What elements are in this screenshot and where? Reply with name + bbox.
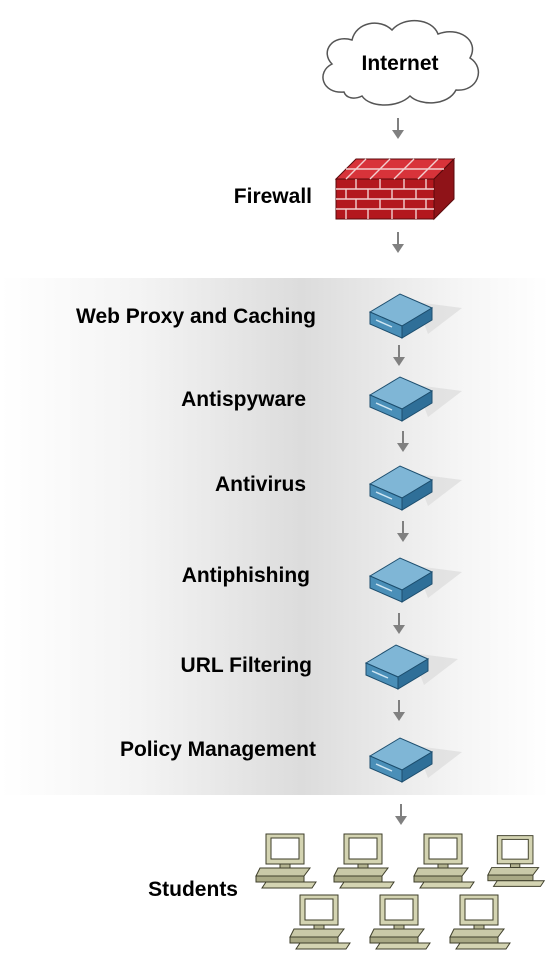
arrow-down-icon <box>393 700 405 721</box>
firewall-label: Firewall <box>233 185 312 208</box>
workstation-icon <box>487 835 546 887</box>
stack-label-antiphishing: Antiphishing <box>181 564 310 587</box>
internet-label: Internet <box>361 52 439 75</box>
appliance-icon <box>368 376 462 422</box>
internet-cloud: Internet <box>314 14 486 108</box>
stack-label-antispyware: Antispyware <box>181 388 306 411</box>
appliance-icon <box>364 644 458 690</box>
students-label: Students <box>148 878 238 901</box>
workstation-icon <box>255 833 317 889</box>
security-stack-background <box>0 278 549 795</box>
stack-label-web-proxy: Web Proxy and Caching <box>76 305 316 328</box>
arrow-down-icon <box>392 232 404 253</box>
workstation-icon <box>333 833 395 889</box>
stack-label-policy-management: Policy Management <box>119 738 316 761</box>
arrow-down-icon <box>392 118 404 139</box>
workstation-icon <box>369 894 431 950</box>
arrow-down-icon <box>397 521 409 542</box>
arrow-down-icon <box>395 804 407 825</box>
workstation-icon <box>449 894 511 950</box>
stack-label-url-filtering: URL Filtering <box>180 654 312 677</box>
firewall <box>330 155 456 221</box>
workstation-icon <box>289 894 351 950</box>
appliance-icon <box>368 737 462 783</box>
arrow-down-icon <box>397 431 409 452</box>
appliance-icon <box>368 557 462 603</box>
arrow-down-icon <box>393 345 405 366</box>
workstation-icon <box>413 833 475 889</box>
arrow-down-icon <box>393 613 405 634</box>
firewall-icon <box>334 157 456 221</box>
appliance-icon <box>368 465 462 511</box>
cloud-icon <box>322 20 480 106</box>
stack-label-antivirus: Antivirus <box>214 473 306 496</box>
appliance-icon <box>368 293 462 339</box>
